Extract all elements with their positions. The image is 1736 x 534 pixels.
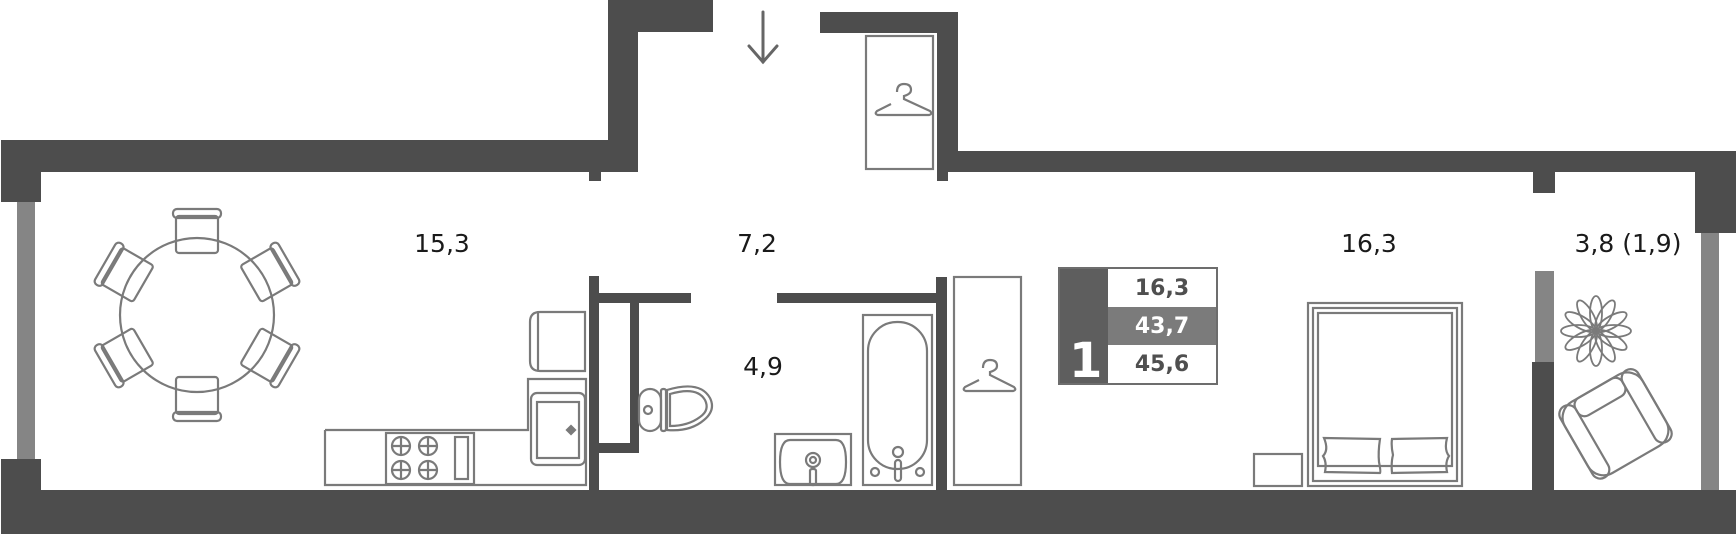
pillow [1390, 436, 1451, 475]
hanger-icon [874, 82, 933, 117]
wall-bath-top-left [589, 293, 691, 303]
rooms-count: 1 [1069, 333, 1103, 389]
legend-rows: 16,3 43,7 45,6 [1108, 269, 1216, 383]
wall-corner-top-left [1, 140, 41, 202]
chair [240, 241, 301, 303]
chair [171, 207, 223, 255]
wall-bath-top-right [777, 293, 939, 303]
wardrobe-hall [864, 34, 935, 171]
wall-stub-balcony [1533, 172, 1555, 193]
kitchen-counter [323, 377, 588, 487]
fridge [528, 310, 587, 373]
balcony-door-glass [1535, 271, 1554, 362]
hanger-icon [962, 358, 1017, 393]
double-bed [1306, 301, 1464, 488]
chair [240, 327, 301, 389]
wall-bath-right [936, 277, 947, 490]
burner-icon [417, 459, 439, 481]
wall-top-left [1, 140, 638, 172]
burner-icon [390, 435, 412, 457]
wall-entrance-top-right [820, 12, 958, 33]
dining-table-6-chairs [93, 207, 301, 423]
stove [384, 431, 476, 486]
armchair [1558, 368, 1673, 480]
total-area: 45,6 [1134, 351, 1190, 377]
washbasin [773, 432, 853, 487]
room-area-balcony: 3,8 (1,9) [1575, 229, 1682, 258]
wall-corner-bottom-left [1, 459, 41, 534]
nightstand [1252, 452, 1304, 488]
wall-stub-right [937, 172, 948, 181]
wall-top-right [937, 151, 1736, 172]
wall-balcony [1532, 362, 1554, 490]
window-right [1701, 233, 1719, 490]
area-without-balcony: 43,7 [1108, 307, 1216, 345]
burner-icon [417, 435, 439, 457]
rooms-count-cell: 1 [1060, 269, 1108, 389]
room-area-hallway: 7,2 [737, 229, 777, 258]
burner-icon [390, 459, 412, 481]
pillow [1321, 436, 1382, 475]
wall-entrance-right [937, 12, 958, 172]
wall-stub-left [589, 172, 601, 181]
wall-corner-top-right [1695, 151, 1736, 233]
room-area-bedroom: 16,3 [1341, 229, 1397, 258]
windows [17, 202, 1719, 490]
wardrobe-bedroom [952, 275, 1023, 487]
wall-shaft [630, 303, 639, 453]
wall-bath-left [589, 276, 599, 490]
wall-entrance-top-left [608, 0, 713, 32]
room-area-kitchen-living: 15,3 [414, 229, 470, 258]
room-labels: 15,3 7,2 4,9 16,3 3,8 (1,9) [414, 229, 1681, 381]
plant [1560, 295, 1632, 367]
wall-shaft-bottom [599, 443, 639, 453]
room-area-bathroom: 4,9 [743, 352, 783, 381]
arrow-down-icon [747, 10, 779, 65]
living-area: 16,3 [1134, 275, 1190, 301]
window-left [17, 202, 35, 459]
kitchen-sink [529, 391, 587, 467]
toilet [637, 385, 714, 433]
chair [171, 375, 223, 423]
area-legend: 1 16,3 43,7 45,6 [1058, 267, 1218, 385]
chair [93, 241, 154, 303]
chair [93, 327, 154, 389]
wall-bottom [1, 490, 1736, 534]
bathtub [861, 313, 934, 487]
